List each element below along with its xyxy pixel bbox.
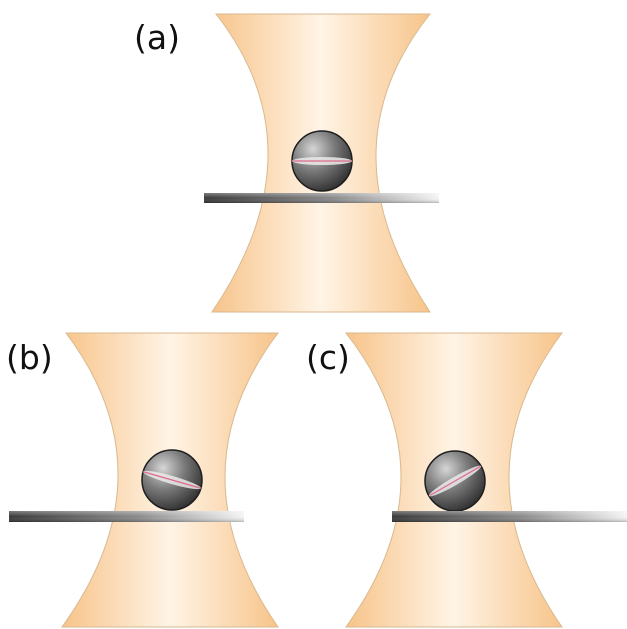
equator-line bbox=[143, 471, 201, 489]
substrate-plate bbox=[204, 193, 439, 203]
trapped-particle bbox=[291, 130, 353, 192]
panel-label: (a) bbox=[134, 18, 180, 57]
panel-label: (b) bbox=[6, 338, 53, 377]
trapped-particle bbox=[141, 449, 203, 511]
trapped-particle bbox=[424, 450, 486, 512]
panel-c: (c) bbox=[306, 332, 627, 628]
panel-b: (b) bbox=[6, 332, 280, 628]
substrate-plate bbox=[392, 511, 627, 522]
panel-label: (c) bbox=[306, 338, 350, 377]
equator-line bbox=[429, 465, 481, 497]
substrate-plate bbox=[9, 511, 244, 522]
panel-a: (a) bbox=[134, 13, 439, 313]
